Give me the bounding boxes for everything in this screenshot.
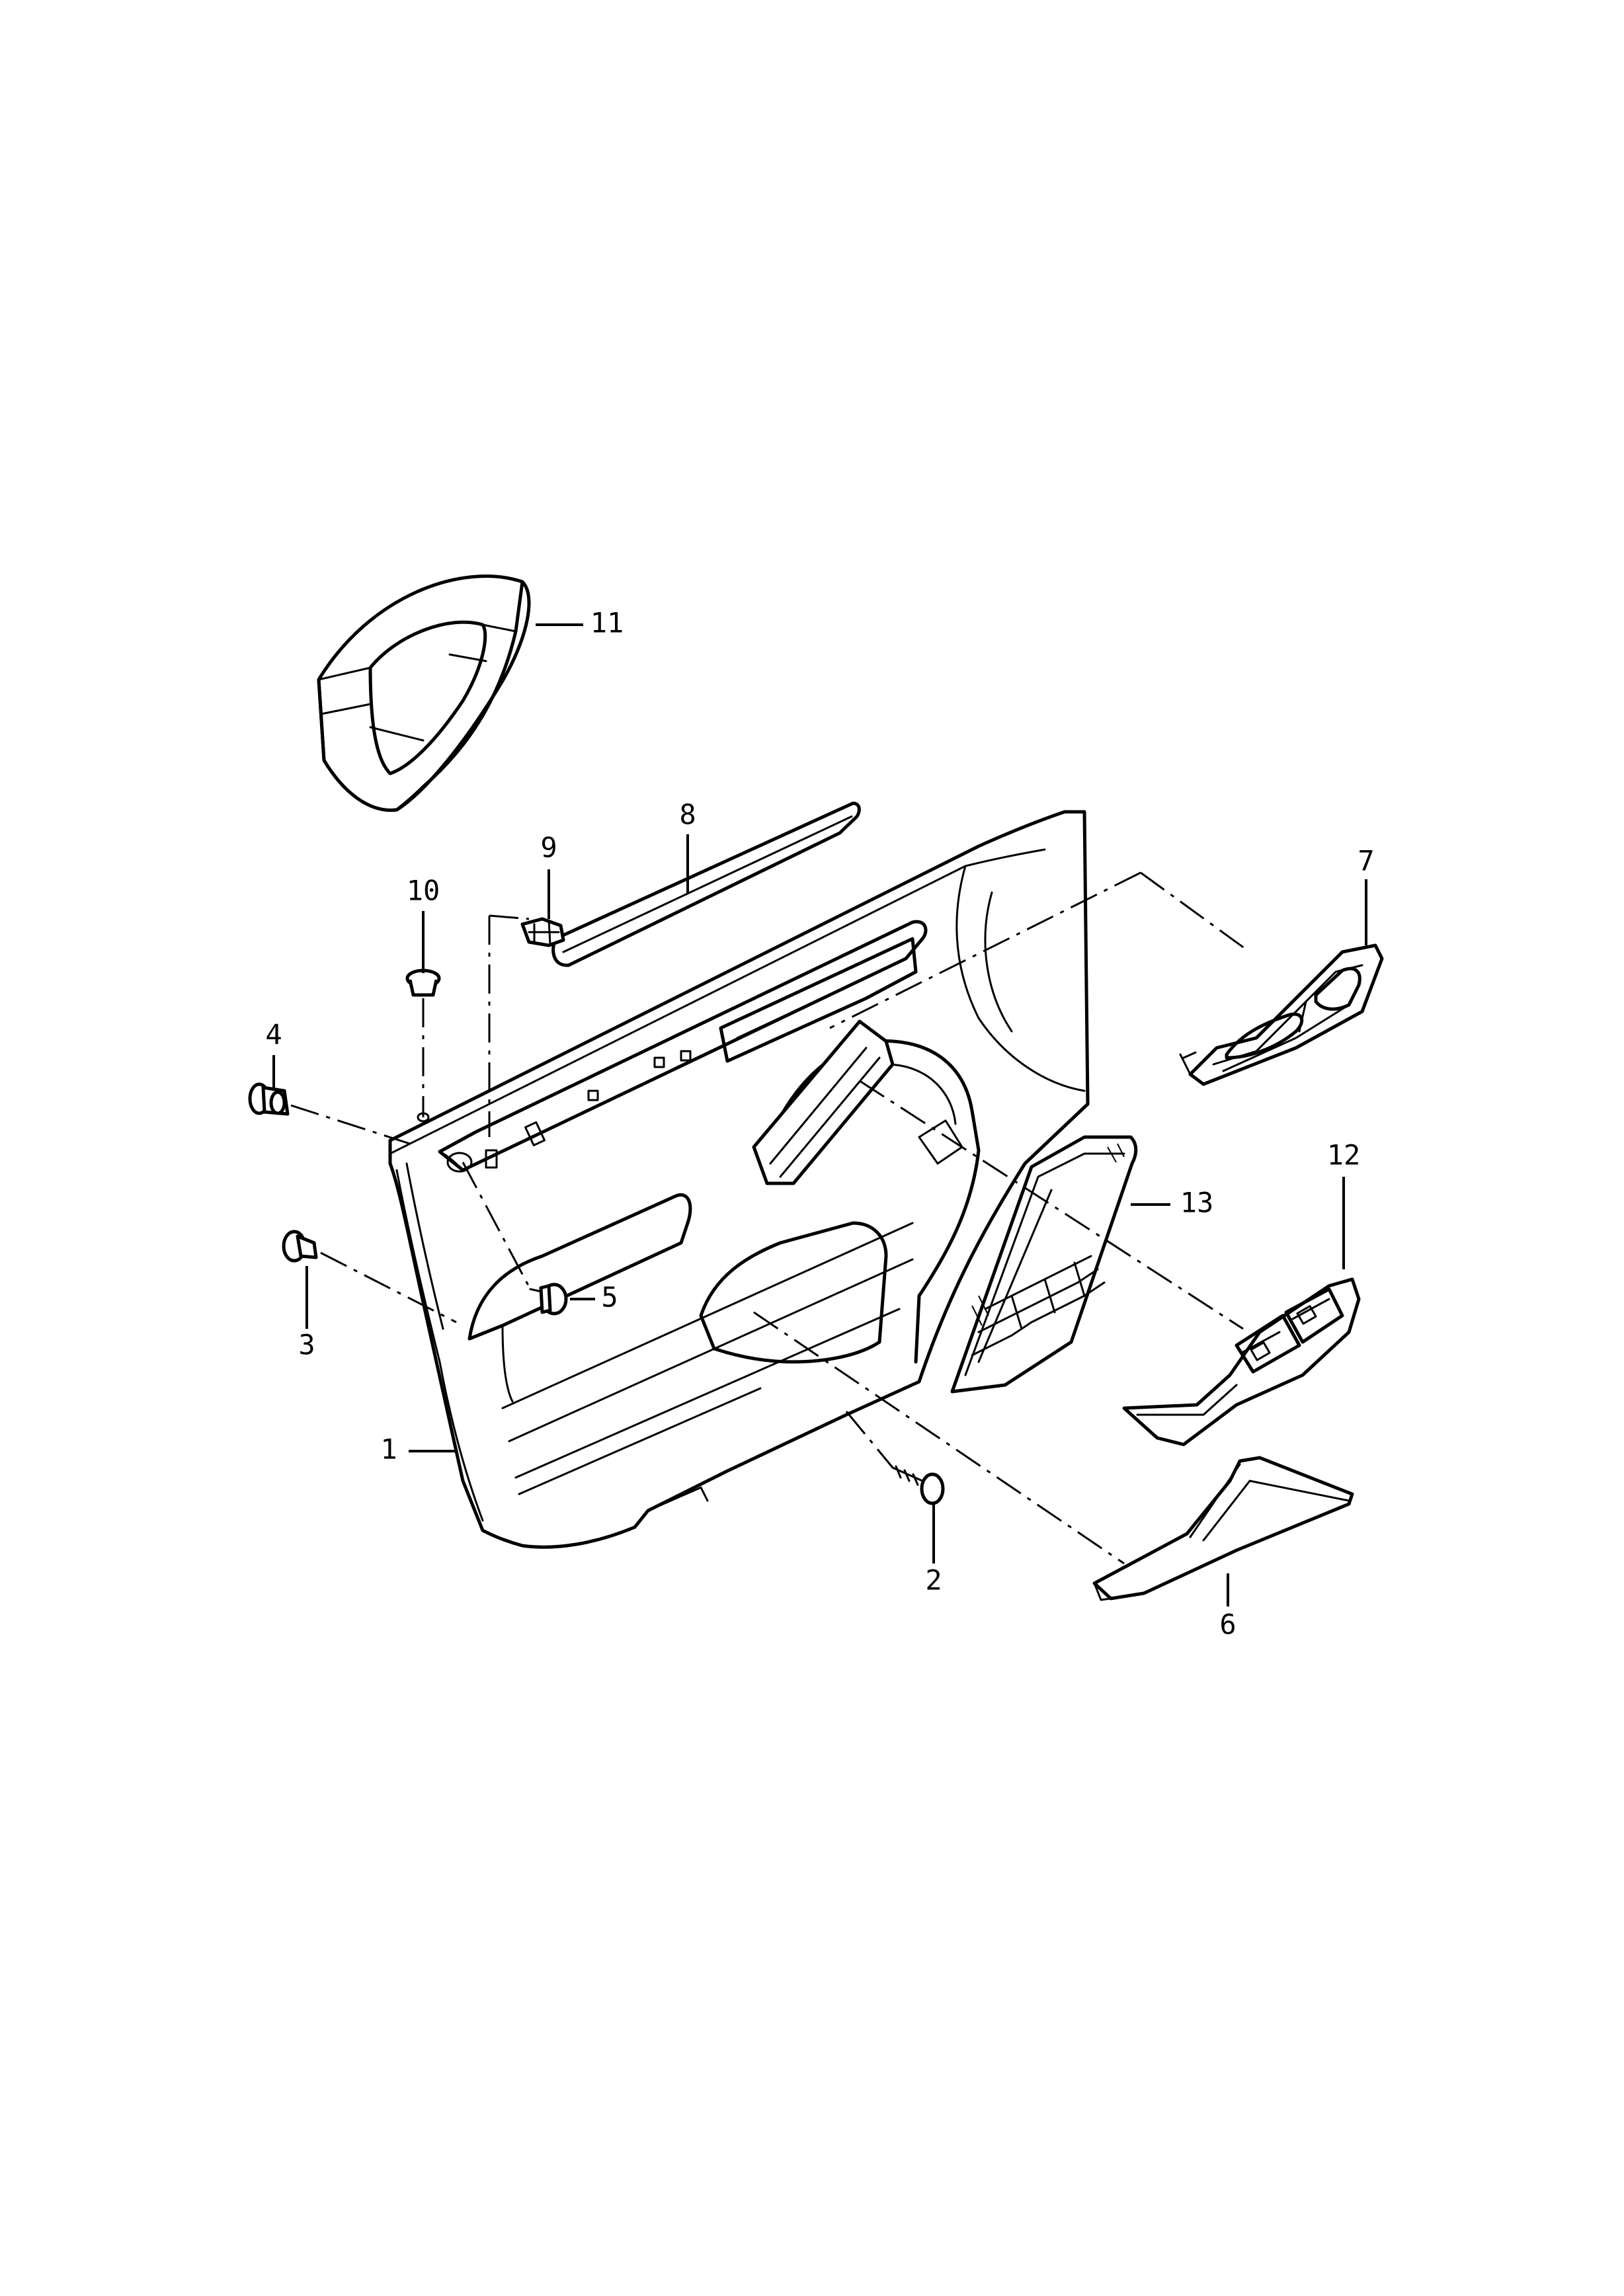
callout-7: 7: [1358, 845, 1374, 877]
part-7-handle-trim: [1179, 943, 1384, 1086]
callout-12: 12: [1327, 1139, 1361, 1171]
callout-3: 3: [298, 1329, 315, 1361]
part-2-screw: [891, 1465, 945, 1505]
callout-6: 6: [1219, 1608, 1236, 1641]
callout-8: 8: [679, 799, 696, 831]
part-13-speaker-grille: [950, 1135, 1138, 1394]
part-3-clip: [282, 1230, 318, 1263]
part-1-door-panel: [388, 810, 1090, 1549]
leader-lines: [272, 623, 1367, 1606]
part-11-foam-ring: [317, 574, 531, 812]
callout-11: 11: [590, 607, 624, 639]
callout-10: 10: [407, 875, 440, 907]
callout-4: 4: [265, 1019, 282, 1051]
assembly-lines: [290, 871, 1250, 1565]
part-6-lower-trim: [1092, 1456, 1354, 1601]
callout-9: 9: [540, 832, 557, 864]
part-4-expansion-nut: [248, 1082, 290, 1116]
part-8-trim-strip: [551, 801, 861, 967]
part-12-switch-bezel: [1122, 1277, 1361, 1446]
part-5-screw: [529, 1283, 568, 1316]
callout-2: 2: [925, 1564, 942, 1597]
callout-13: 13: [1180, 1187, 1214, 1219]
callout-5: 5: [601, 1281, 618, 1314]
callout-1: 1: [380, 1433, 397, 1466]
callout-labels: 1 2 3 4 5 6 7 8 9 10 11 12 13: [265, 607, 1374, 1641]
part-9-clip: [520, 917, 565, 947]
part-10-plug: [405, 969, 441, 997]
